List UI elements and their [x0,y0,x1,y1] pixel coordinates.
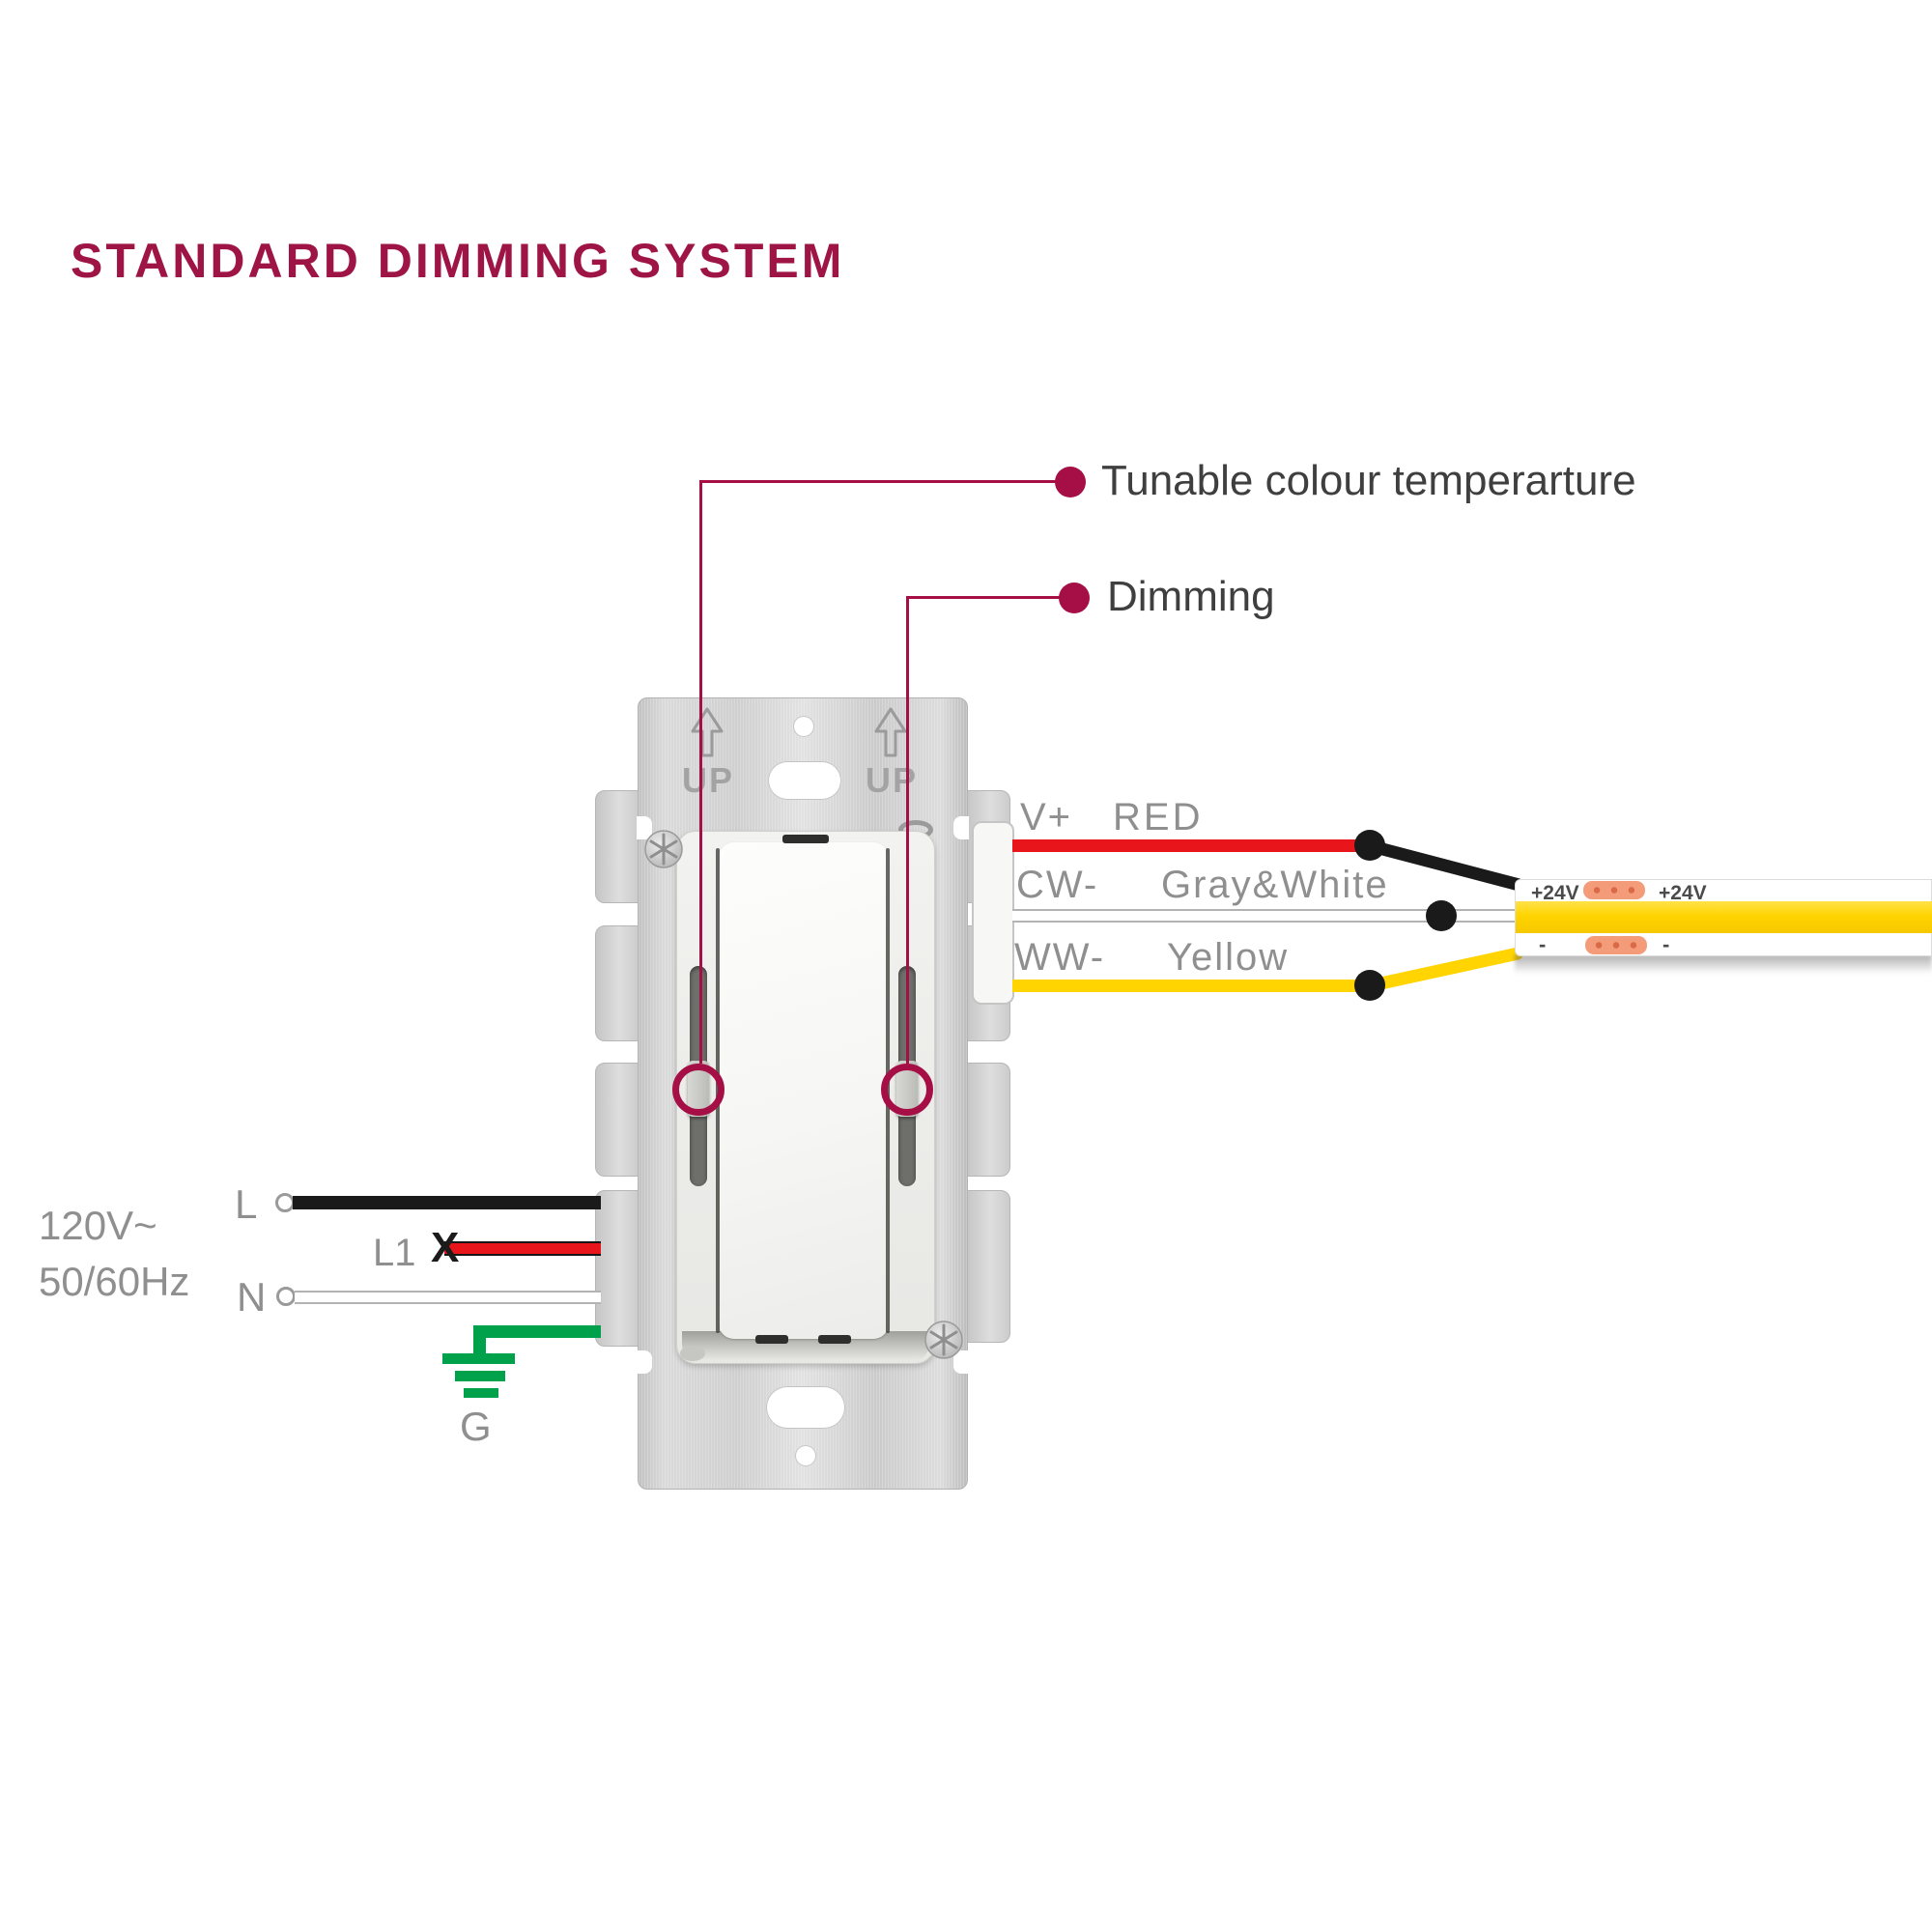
vplus-color-label: RED [1113,796,1204,838]
vplus-wire [1012,839,1370,852]
strap-slot-bottom [766,1386,845,1429]
cw-color-label: Gray&White [1161,864,1389,906]
up-label-right: UP [866,760,919,800]
strip-minus-label: - [1539,932,1547,956]
up-arrow-icon [691,707,724,757]
screw-icon [924,1321,963,1359]
cw-wire [1012,909,1520,923]
tunable-callout-label: Tunable colour temperarture [1101,457,1636,504]
led-strip-shadow [1515,954,1932,974]
strap-notch [953,816,969,839]
strap-notch [637,816,652,839]
neutral-terminal [276,1287,296,1306]
mounting-tab [966,1063,1010,1177]
connection-dot [1426,900,1457,931]
rocker-vent-bottom [755,1335,788,1344]
solder-pad [1585,936,1647,954]
strap-notch [637,1350,652,1374]
live-terminal [275,1193,295,1212]
led-strip: +24V +24V - - [1515,879,1932,956]
dimming-leader-dot [1059,582,1090,613]
mounting-tab [595,790,639,903]
bezel-oval [680,1346,705,1361]
strap-hole-bottom [795,1445,816,1466]
rocker-vent-bottom [818,1335,851,1344]
up-arrow-icon [874,707,907,757]
cw-terminal-label: CW- [1016,864,1099,906]
live-wire [293,1196,601,1209]
strap-slot-top [768,761,841,800]
switched-live-wire [444,1241,601,1256]
ww-jumper-wire [1368,946,1524,992]
mounting-tab [966,1190,1010,1343]
ground-symbol-bar [464,1388,498,1398]
tunable-leader-dot [1055,467,1086,497]
ww-wire [1012,980,1370,992]
ground-wire [478,1325,601,1338]
ground-symbol-bar [455,1371,505,1381]
tunable-leader-v [699,480,702,1064]
frequency-label: 50/60Hz [39,1259,190,1304]
mounting-tab [595,925,639,1041]
neutral-label: N [237,1274,267,1320]
dimming-leader-h [908,596,1063,599]
dimming-callout-label: Dimming [1107,573,1275,620]
ground-wire-drop [473,1325,486,1357]
rocker-vent-top [782,835,829,843]
strap-hole-top [793,716,814,737]
strip-voltage-label: +24V [1531,882,1579,904]
ww-color-label: Yellow [1167,936,1290,979]
connection-dot [1354,830,1385,861]
not-connected-mark: X [431,1224,460,1271]
strip-minus-label: - [1662,932,1670,956]
ground-label: G [460,1404,492,1449]
up-label-left: UP [682,760,735,800]
vplus-terminal-label: V+ [1020,796,1073,838]
ww-terminal-label: WW- [1014,936,1106,979]
dimming-leader-v [906,596,909,1064]
ground-symbol-bar [442,1353,515,1364]
strap-notch [953,1350,969,1374]
voltage-label: 120V~ [39,1203,157,1248]
page-title: STANDARD DIMMING SYSTEM [71,234,845,288]
vplus-jumper-wire [1368,839,1525,893]
live-label: L [235,1181,258,1227]
connection-dot [1354,970,1385,1001]
tunable-highlight-ring [672,1064,724,1116]
neutral-wire [295,1291,601,1304]
led-strip-cob-band [1516,901,1932,933]
switched-live-label: L1 [373,1232,416,1274]
output-connector [972,821,1014,1005]
tunable-leader-h [701,480,1059,483]
dimming-highlight-ring [881,1064,933,1116]
strip-voltage-label: +24V [1659,882,1707,904]
wire-entry-tab [595,1190,639,1347]
solder-pad [1583,881,1645,899]
mounting-tab [595,1063,639,1177]
rocker-paddle[interactable] [719,842,889,1339]
screw-icon [644,830,683,868]
